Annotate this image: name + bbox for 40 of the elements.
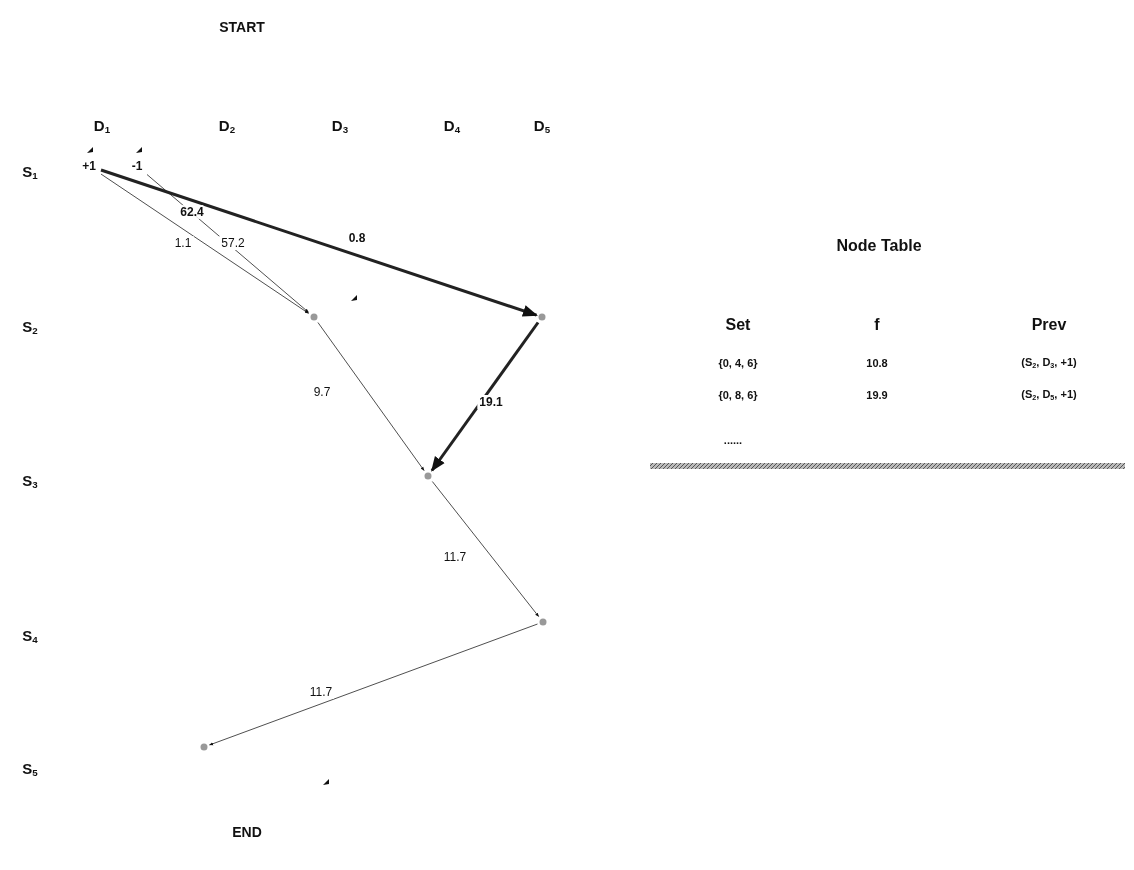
row-label: S$_{3}$ [22, 471, 38, 491]
table-cell: (S$_{2}$, D$_{3}$, +1) [1021, 356, 1077, 370]
column-label: D$_{5}$ [533, 116, 551, 136]
edge-label: 11.7 [307, 685, 335, 699]
table-cell: 10.8 [866, 357, 888, 369]
table-cell: 19.9 [866, 389, 888, 401]
table-cell: {0, 4, 6} [718, 357, 758, 369]
edge-label: 57.2 [219, 236, 247, 250]
edge-label: 19.1 [477, 395, 505, 409]
state-point [424, 472, 432, 480]
arrow [430, 321, 540, 472]
state-label: +1 [79, 158, 99, 174]
column-header: f [874, 316, 880, 334]
column-header: Set [725, 316, 751, 334]
row-label: S$_{4}$ [22, 626, 38, 646]
edge-label: 11.7 [441, 550, 469, 564]
row-label: S$_{5}$ [22, 759, 38, 779]
end-label: END [232, 824, 262, 840]
column-label: D$_{3}$ [331, 116, 349, 136]
table-cell: {0, 8, 6} [718, 389, 758, 401]
column-header: Prev [1031, 316, 1067, 334]
row-label: S$_{2}$ [22, 317, 38, 337]
arrow [100, 168, 538, 317]
weight-value: 62.4 [180, 205, 204, 219]
edge-label: 1.1 [172, 236, 194, 250]
row-label: S$_{1}$ [22, 162, 38, 182]
state-point [310, 313, 318, 321]
column-label: D$_{1}$ [93, 116, 111, 136]
state-point [200, 743, 208, 751]
state-point [539, 618, 547, 626]
start-label: START [219, 19, 265, 35]
table-title: Node Table [836, 237, 922, 255]
table-cell: (S$_{2}$, D$_{5}$, +1) [1021, 388, 1077, 402]
edge-label: 0.8 [346, 231, 368, 245]
column-label: D$_{4}$ [443, 116, 461, 136]
edge-label: 9.7 [311, 385, 333, 399]
column-label: D$_{2}$ [218, 116, 236, 136]
state-label: -1 [129, 158, 145, 174]
ellipsis-text: ...... [723, 434, 743, 446]
state-point [538, 313, 546, 321]
